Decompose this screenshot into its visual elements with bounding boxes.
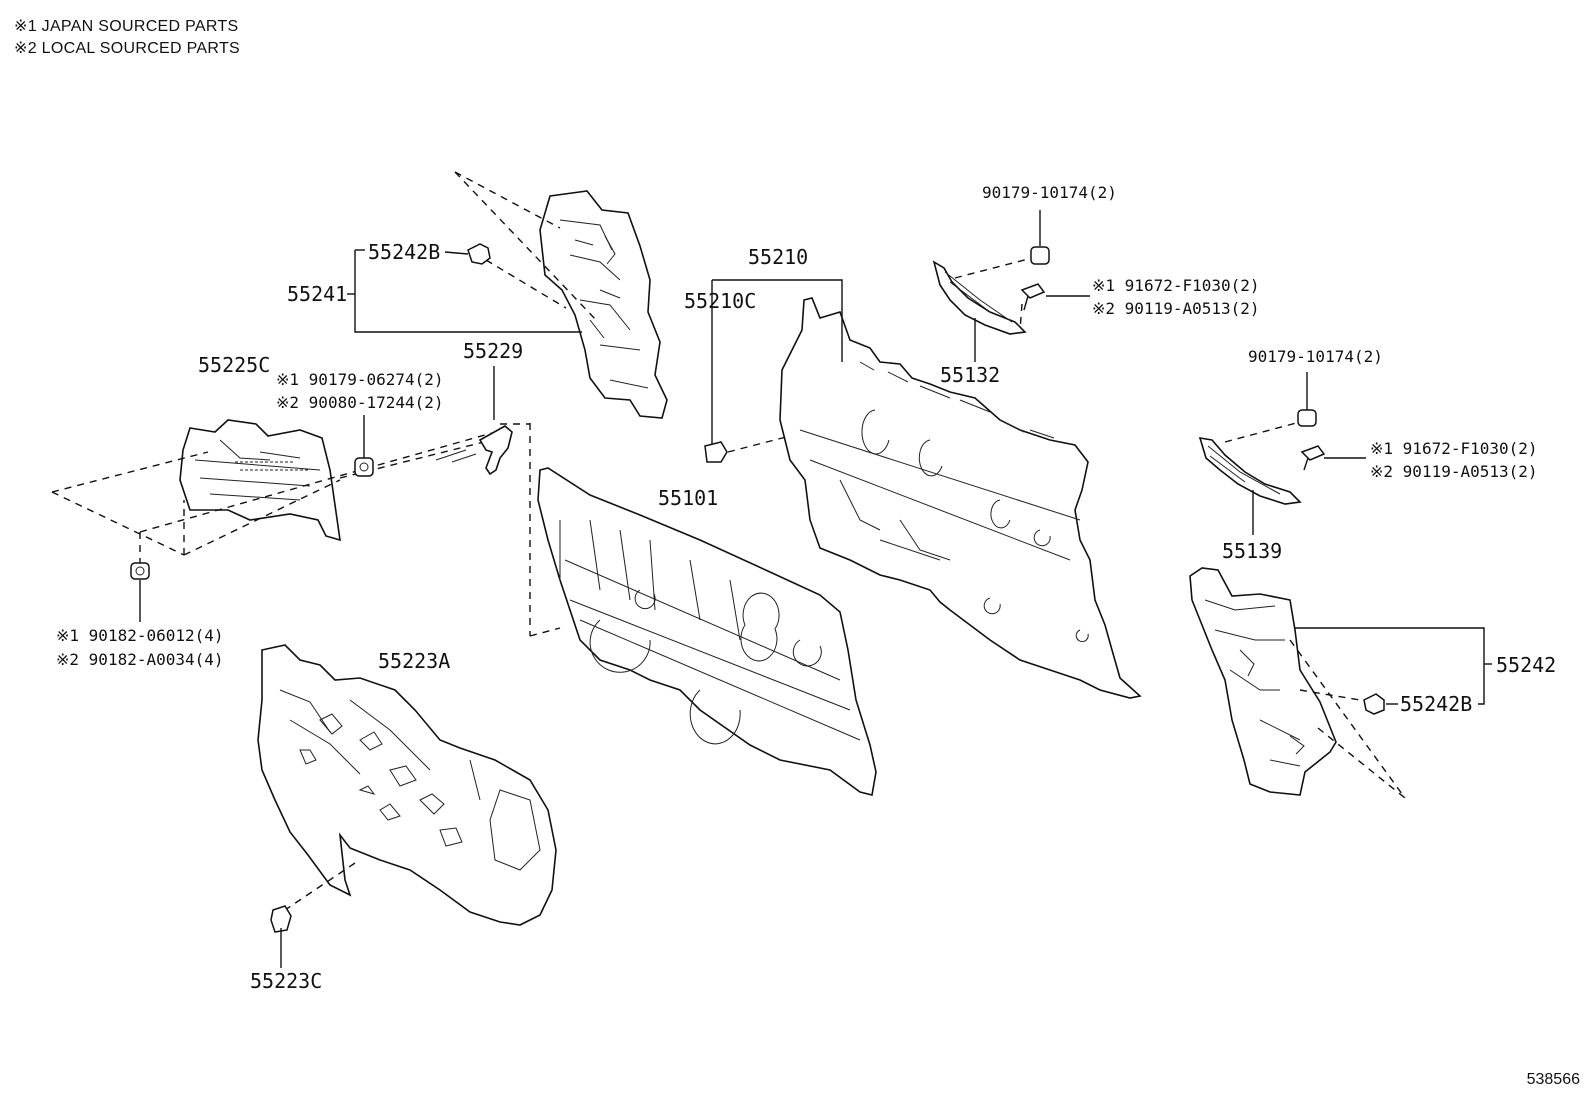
label-90119-A0513-top[interactable]: ※2 90119-A0513(2) [1092,299,1260,318]
bolt-91672-top[interactable] [1020,283,1046,311]
label-55210C[interactable]: 55210C [684,289,757,313]
part-55242-pillar-insulator[interactable] [1189,567,1337,796]
label-90179-10174-top[interactable]: 90179-10174(2) [982,183,1117,202]
label-91672-F1030-right[interactable]: ※1 91672-F1030(2) [1370,439,1538,458]
label-55242[interactable]: 55242 [1496,653,1557,677]
label-90080-17244[interactable]: ※2 90080-17244(2) [276,393,444,412]
label-90119-A0513-right[interactable]: ※2 90119-A0513(2) [1370,462,1538,481]
label-90182-06012[interactable]: ※1 90182-06012(4) [56,626,224,645]
nut-90179-06274[interactable] [354,457,374,477]
clip-55242B-right[interactable] [1363,693,1385,715]
part-55132-seal[interactable] [932,260,1027,335]
label-55223C[interactable]: 55223C [250,969,323,993]
document-id: 538566 [1526,1071,1580,1088]
label-55242B-left[interactable]: 55242B [368,240,441,264]
part-55223A-dash-insulator[interactable] [257,644,557,926]
label-55242B-right[interactable]: 55242B [1400,692,1473,716]
legend-japan-sourced: ※1 JAPAN SOURCED PARTS [14,18,239,35]
part-55210-outer-dash-insulator[interactable] [779,297,1142,699]
label-55229[interactable]: 55229 [463,339,524,363]
nut-90179-10174-top[interactable] [1030,246,1050,265]
label-90179-10174-right[interactable]: 90179-10174(2) [1248,347,1383,366]
clip-55223C[interactable] [270,905,292,933]
bolt-91672-right[interactable] [1300,445,1326,471]
label-55223A[interactable]: 55223A [378,649,451,673]
clip-55242B-left[interactable] [467,243,491,265]
label-90182-A0034[interactable]: ※2 90182-A0034(4) [56,650,224,669]
nut-90182[interactable] [130,562,150,580]
label-55132[interactable]: 55132 [940,363,1001,387]
label-55101[interactable]: 55101 [658,486,719,510]
label-55139[interactable]: 55139 [1222,539,1283,563]
clip-55210C[interactable] [704,441,728,463]
part-55225C-insulator[interactable] [179,419,341,542]
part-55229-retainer[interactable] [435,425,513,476]
legend-local-sourced: ※2 LOCAL SOURCED PARTS [14,40,240,57]
part-55101-dash-panel[interactable] [537,467,877,796]
label-55225C[interactable]: 55225C [198,353,271,377]
label-55210[interactable]: 55210 [748,245,809,269]
label-91672-F1030-top[interactable]: ※1 91672-F1030(2) [1092,276,1260,295]
part-55139-seal[interactable] [1198,436,1302,505]
nut-90179-10174-right[interactable] [1297,409,1317,427]
part-55241-pillar-insulator[interactable] [539,190,668,419]
label-90179-06274[interactable]: ※1 90179-06274(2) [276,370,444,389]
label-55241[interactable]: 55241 [287,282,348,306]
